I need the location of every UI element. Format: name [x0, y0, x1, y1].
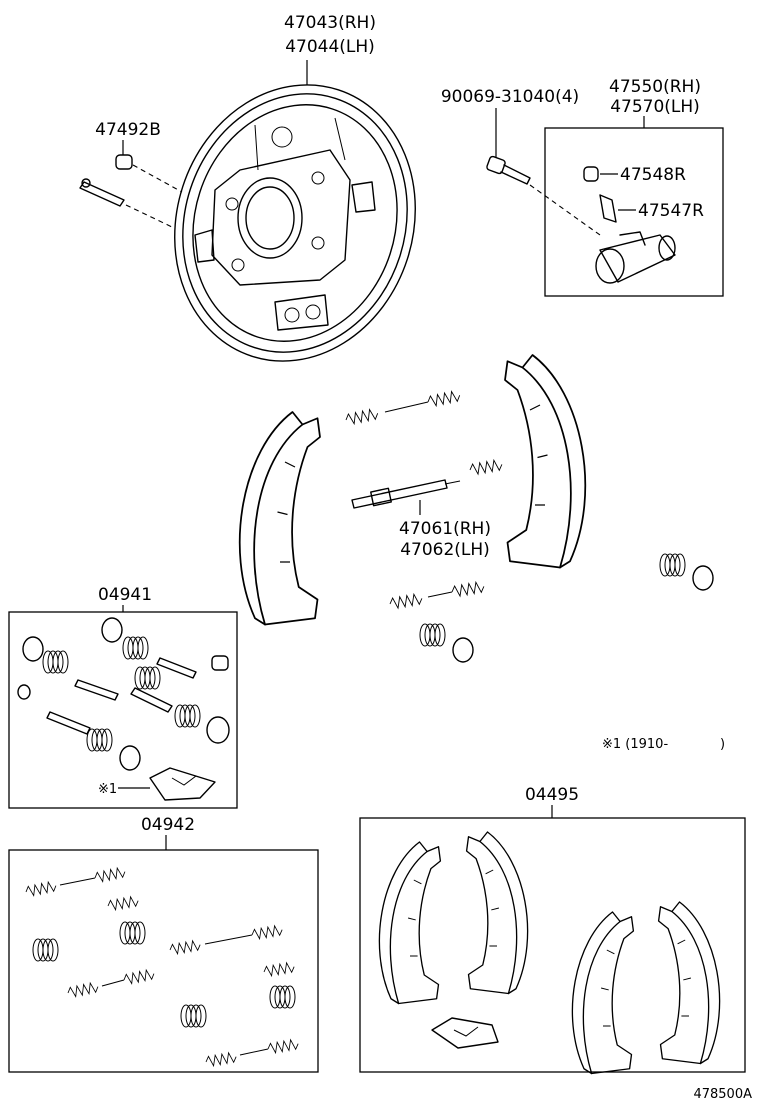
- bleeder-cap-part[interactable]: [583, 166, 599, 182]
- return-spring-upper[interactable]: [344, 389, 462, 426]
- wheel-cylinder-part[interactable]: [595, 231, 676, 284]
- note-date: ※1 (1910-: [602, 737, 668, 752]
- kit-04942-parts: [24, 866, 300, 1068]
- kit-04495-pad: [431, 1017, 499, 1049]
- label-backing-plate-lh: 47044(LH): [285, 37, 375, 57]
- kit-04495-shoe-set-2: [571, 901, 721, 1075]
- backing-plate[interactable]: [140, 53, 451, 392]
- figure-code: 478500A: [693, 1087, 752, 1102]
- label-adjuster-rh: 47061(RH): [399, 519, 491, 539]
- adjuster-part[interactable]: [351, 479, 461, 509]
- wheel-cylinder-box: [544, 127, 724, 297]
- plug-part[interactable]: [115, 154, 133, 170]
- kit-04941-box[interactable]: [8, 611, 238, 809]
- kit-04941-parts: [17, 617, 230, 801]
- label-plug: 47492B: [95, 120, 161, 140]
- label-wheel-cylinder-lh: 47570(LH): [610, 97, 700, 117]
- kit-04495-shoe-set-1: [378, 831, 529, 1005]
- note-close: ): [720, 737, 725, 752]
- adjuster-spring[interactable]: [468, 458, 504, 476]
- label-bleeder-cap: 47548R: [620, 165, 686, 185]
- bolt-part[interactable]: [486, 155, 531, 185]
- kit-04495-box[interactable]: [359, 817, 746, 1073]
- label-kit-04495: 04495: [525, 785, 579, 805]
- label-bolt: 90069-31040(4): [441, 87, 579, 107]
- label-adjuster-lh: 47062(LH): [400, 540, 490, 560]
- brake-shoe-left[interactable]: [238, 411, 321, 626]
- hold-down-spring-lower[interactable]: [419, 623, 474, 663]
- label-kit-04942: 04942: [141, 815, 195, 835]
- label-backing-plate-rh: 47043(RH): [284, 13, 376, 33]
- hold-down-spring-right[interactable]: [659, 553, 714, 591]
- label-wheel-cylinder-rh: 47550(RH): [609, 77, 701, 97]
- note-mark: ※1: [98, 782, 117, 797]
- brake-shoe-right[interactable]: [504, 354, 587, 569]
- label-kit-04941: 04941: [98, 585, 152, 605]
- return-spring-lower[interactable]: [388, 580, 486, 610]
- label-bleeder-plug: 47547R: [638, 201, 704, 221]
- kit-04942-box[interactable]: [8, 849, 319, 1073]
- pin-part[interactable]: [79, 178, 125, 207]
- bleeder-plug-part[interactable]: [599, 194, 617, 223]
